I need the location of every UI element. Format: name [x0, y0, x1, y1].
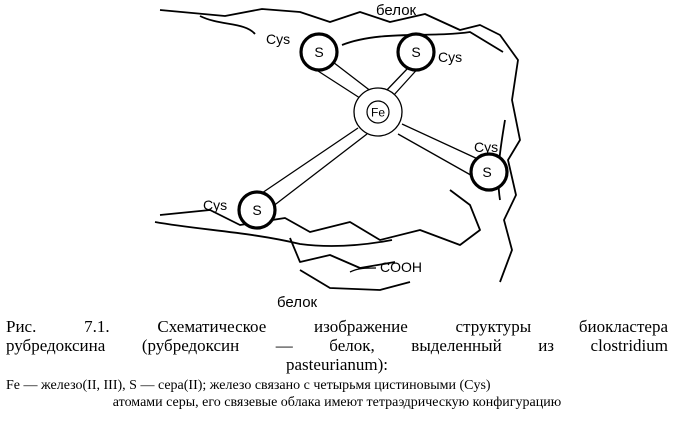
cooh-connector [349, 267, 377, 273]
sulfur-label-2: S [411, 44, 420, 60]
fe-label: Fe [371, 106, 385, 120]
cooh-label: COOH [380, 259, 422, 275]
cys-label-3: Cys [474, 139, 498, 155]
sulfur-label-1: S [314, 44, 323, 60]
sulfur-label-3: S [482, 164, 491, 180]
cys-label-4: Cys [203, 197, 227, 213]
caption-line-5: атомами серы, его связевые облака имеют … [112, 395, 562, 410]
protein-label-top: белок [376, 2, 417, 19]
fe-s-bonds [261, 58, 481, 208]
caption-line-3: pasteurianum): [286, 355, 388, 374]
caption-line-2: рубредоксина (рубредоксин — белок, выдел… [6, 336, 668, 355]
cys-label-2: Cys [438, 49, 462, 65]
fe-atom: Fe [353, 87, 403, 137]
sulfur-atom-3: S [469, 152, 509, 192]
rubredoxin-cluster-diagram: Fe S S S S Cys Cys Cys Cys белок белок C… [154, 2, 521, 310]
sulfur-label-4: S [252, 202, 261, 218]
cys-label-1: Cys [266, 31, 290, 47]
caption-line-4: Fe — железо(II, III), S — сера(II); желе… [6, 378, 491, 393]
sulfur-atom-4: S [237, 190, 277, 230]
protein-label-bottom: белок [277, 294, 318, 310]
sulfur-atom-1: S [299, 32, 339, 72]
sulfur-atom-2: S [396, 32, 436, 72]
caption-line-1: Рис. 7.1. Схематическое изображение стру… [6, 317, 668, 336]
